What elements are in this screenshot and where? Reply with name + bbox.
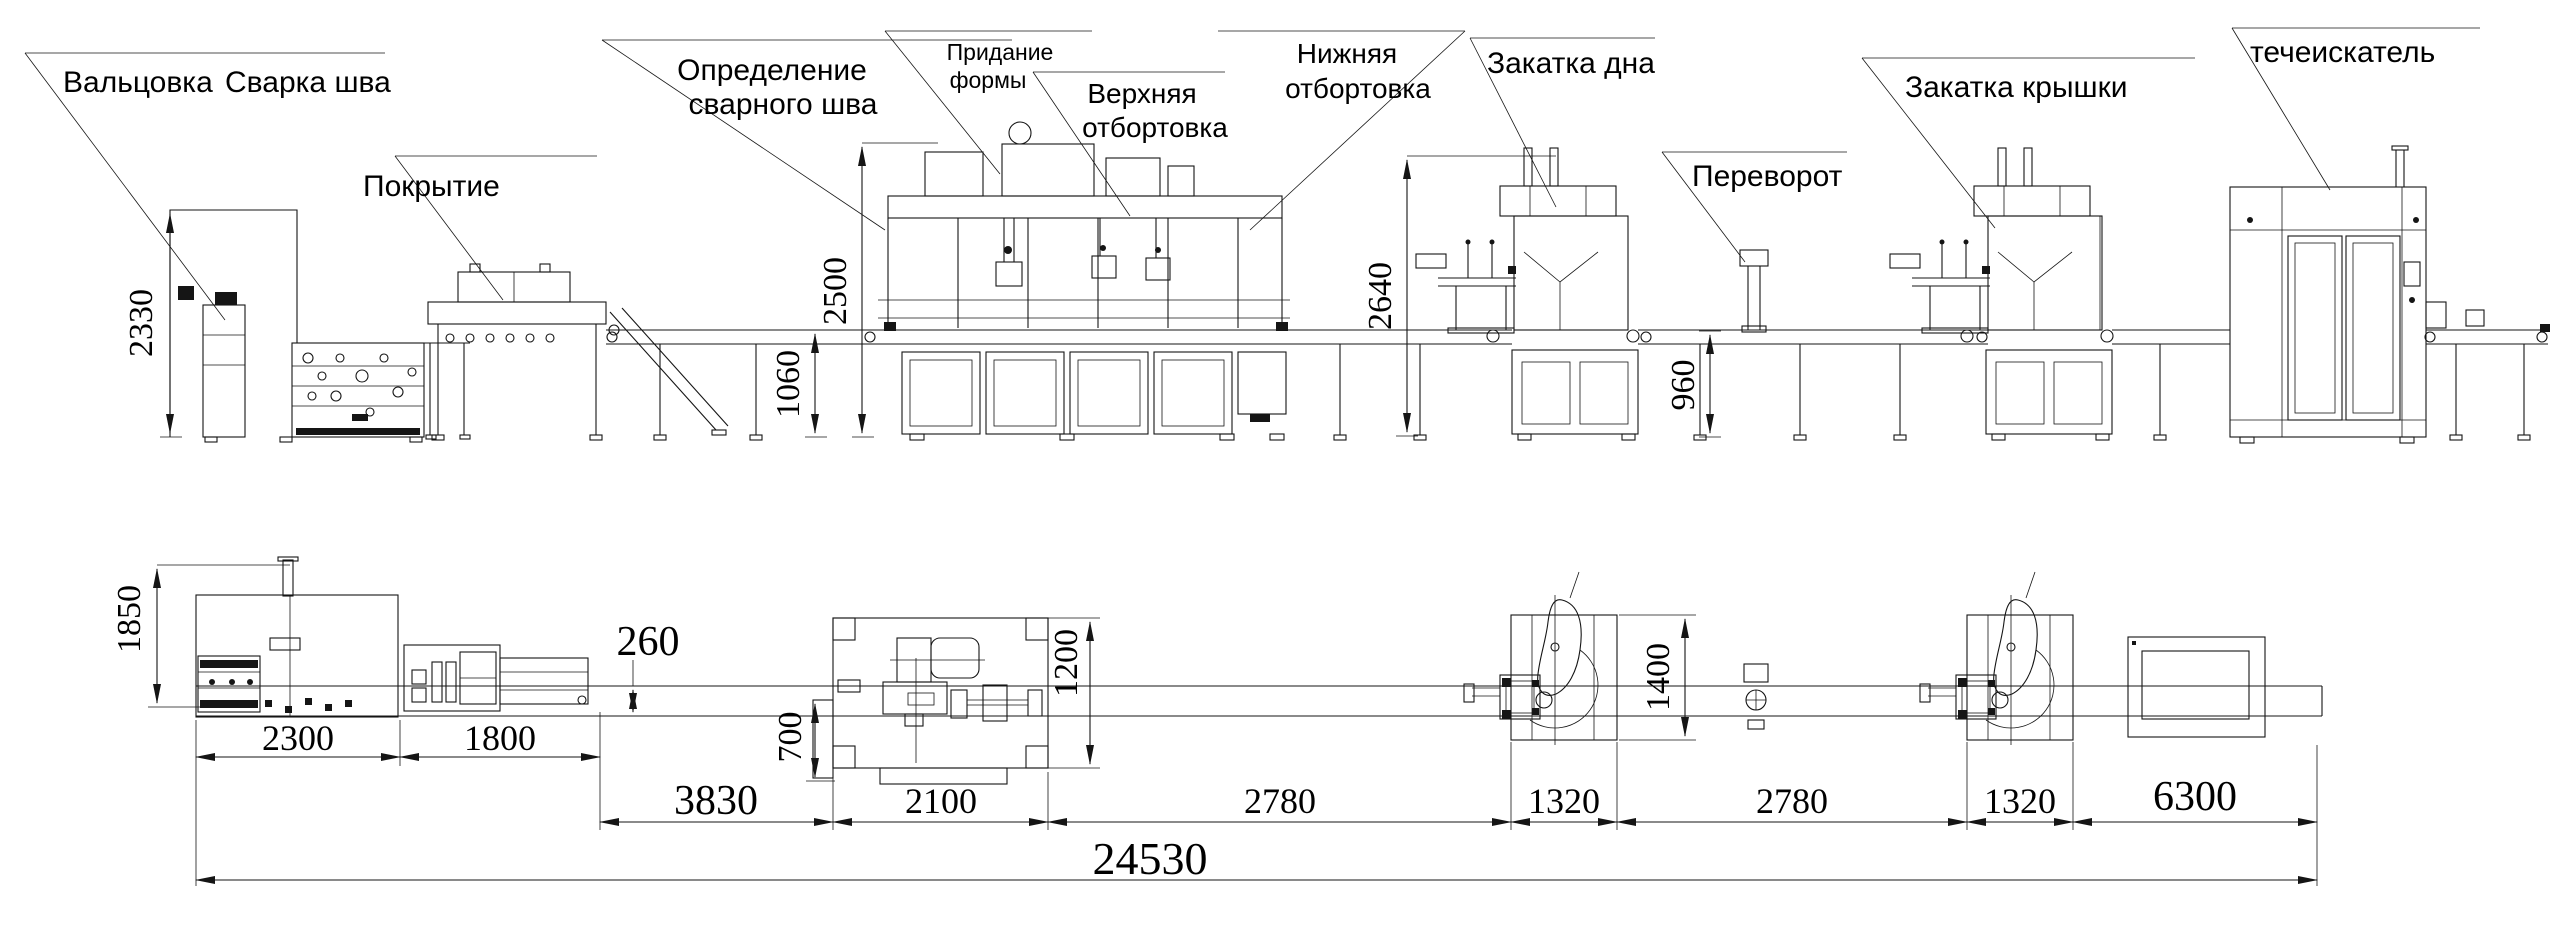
label-bottom-seaming: Закатка дна: [1487, 47, 1655, 80]
machine-bottom-seaming-plan: [1463, 571, 1618, 745]
label-forming-line2: формы: [950, 67, 1027, 93]
dim-detection-height: 2500: [817, 257, 854, 325]
texts: Вальцовка Сварка шва Покрытие Определени…: [63, 36, 2435, 884]
machine-turnover-elevation: [1739, 249, 1769, 333]
label-rolling: Вальцовка: [63, 66, 213, 99]
dim-seamer-height: 2640: [1362, 262, 1399, 330]
dim-seamer-depth: 1400: [1640, 643, 1677, 711]
machine-bottom-seaming-elevation: [1415, 147, 1640, 441]
callout-leaders: [24, 27, 2480, 321]
plan-view: [195, 556, 2323, 785]
machine-turnover-plan: [1743, 663, 1769, 730]
label-seam-welding: Сварка шва: [225, 66, 391, 99]
machine-coating-elevation: [427, 263, 729, 441]
conveyor-mid-elevation: [1290, 329, 1512, 441]
machine-coating-plan: [403, 644, 589, 712]
label-upper-flanging-line2: отбортовка: [1082, 112, 1228, 143]
dim-rolling-length: 2300: [262, 718, 334, 758]
label-lower-flanging-line1: Нижняя: [1297, 38, 1397, 69]
label-weld-detection-line2: сварного шва: [689, 88, 878, 121]
dim-belt-width: 260: [617, 619, 680, 665]
dim-infeed-length: 3830: [674, 778, 758, 824]
dim-detector-length: 2100: [905, 781, 977, 821]
dim-leak-section-length: 6300: [2153, 774, 2237, 820]
machine-rolling-welding-elevation: [169, 209, 471, 443]
dim-conveyor-height-right: 960: [1665, 360, 1702, 411]
machine-rolling-welding-plan: [195, 556, 399, 718]
machine-lid-seaming-plan: [1919, 571, 2074, 745]
dimension-lines: [148, 142, 2318, 886]
machine-leak-detector-elevation: [2229, 145, 2550, 444]
label-lower-flanging-line2: отбортовка: [1285, 73, 1431, 104]
label-weld-detection-line1: Определение: [677, 54, 867, 87]
dim-gap-b: 2780: [1756, 781, 1828, 821]
main-belt-plan: [196, 685, 2323, 717]
label-coating: Покрытие: [363, 170, 500, 203]
dim-conveyor-height-left: 1060: [770, 350, 807, 418]
dim-detector-offset: 700: [772, 712, 809, 763]
dim-lid-seamer-length: 1320: [1984, 781, 2056, 821]
machine-weld-detection-plan: [812, 617, 1049, 785]
label-leak-detector: течеискатель: [2250, 36, 2435, 69]
machine-weld-detection-elevation: [878, 121, 1290, 441]
label-upper-flanging-line1: Верхняя: [1087, 78, 1196, 109]
label-lid-seaming: Закатка крышки: [1905, 71, 2127, 104]
machine-lid-seaming-elevation: [1889, 147, 2230, 441]
dim-seamer-length: 1320: [1528, 781, 1600, 821]
dim-coating-length: 1800: [464, 718, 536, 758]
elevation-view: [169, 121, 2550, 444]
dim-detector-depth: 1200: [1048, 629, 1085, 697]
infeed-conveyor-elevation: [606, 329, 878, 441]
dim-rolling-depth: 1850: [111, 585, 148, 653]
dim-gap-a: 2780: [1244, 781, 1316, 821]
label-forming-line1: Придание: [947, 39, 1054, 65]
dim-rolling-height: 2330: [123, 289, 160, 357]
dim-total-length: 24530: [1093, 833, 1208, 884]
label-turnover: Переворот: [1692, 160, 1843, 193]
machine-leak-detector-plan: [2127, 636, 2266, 738]
